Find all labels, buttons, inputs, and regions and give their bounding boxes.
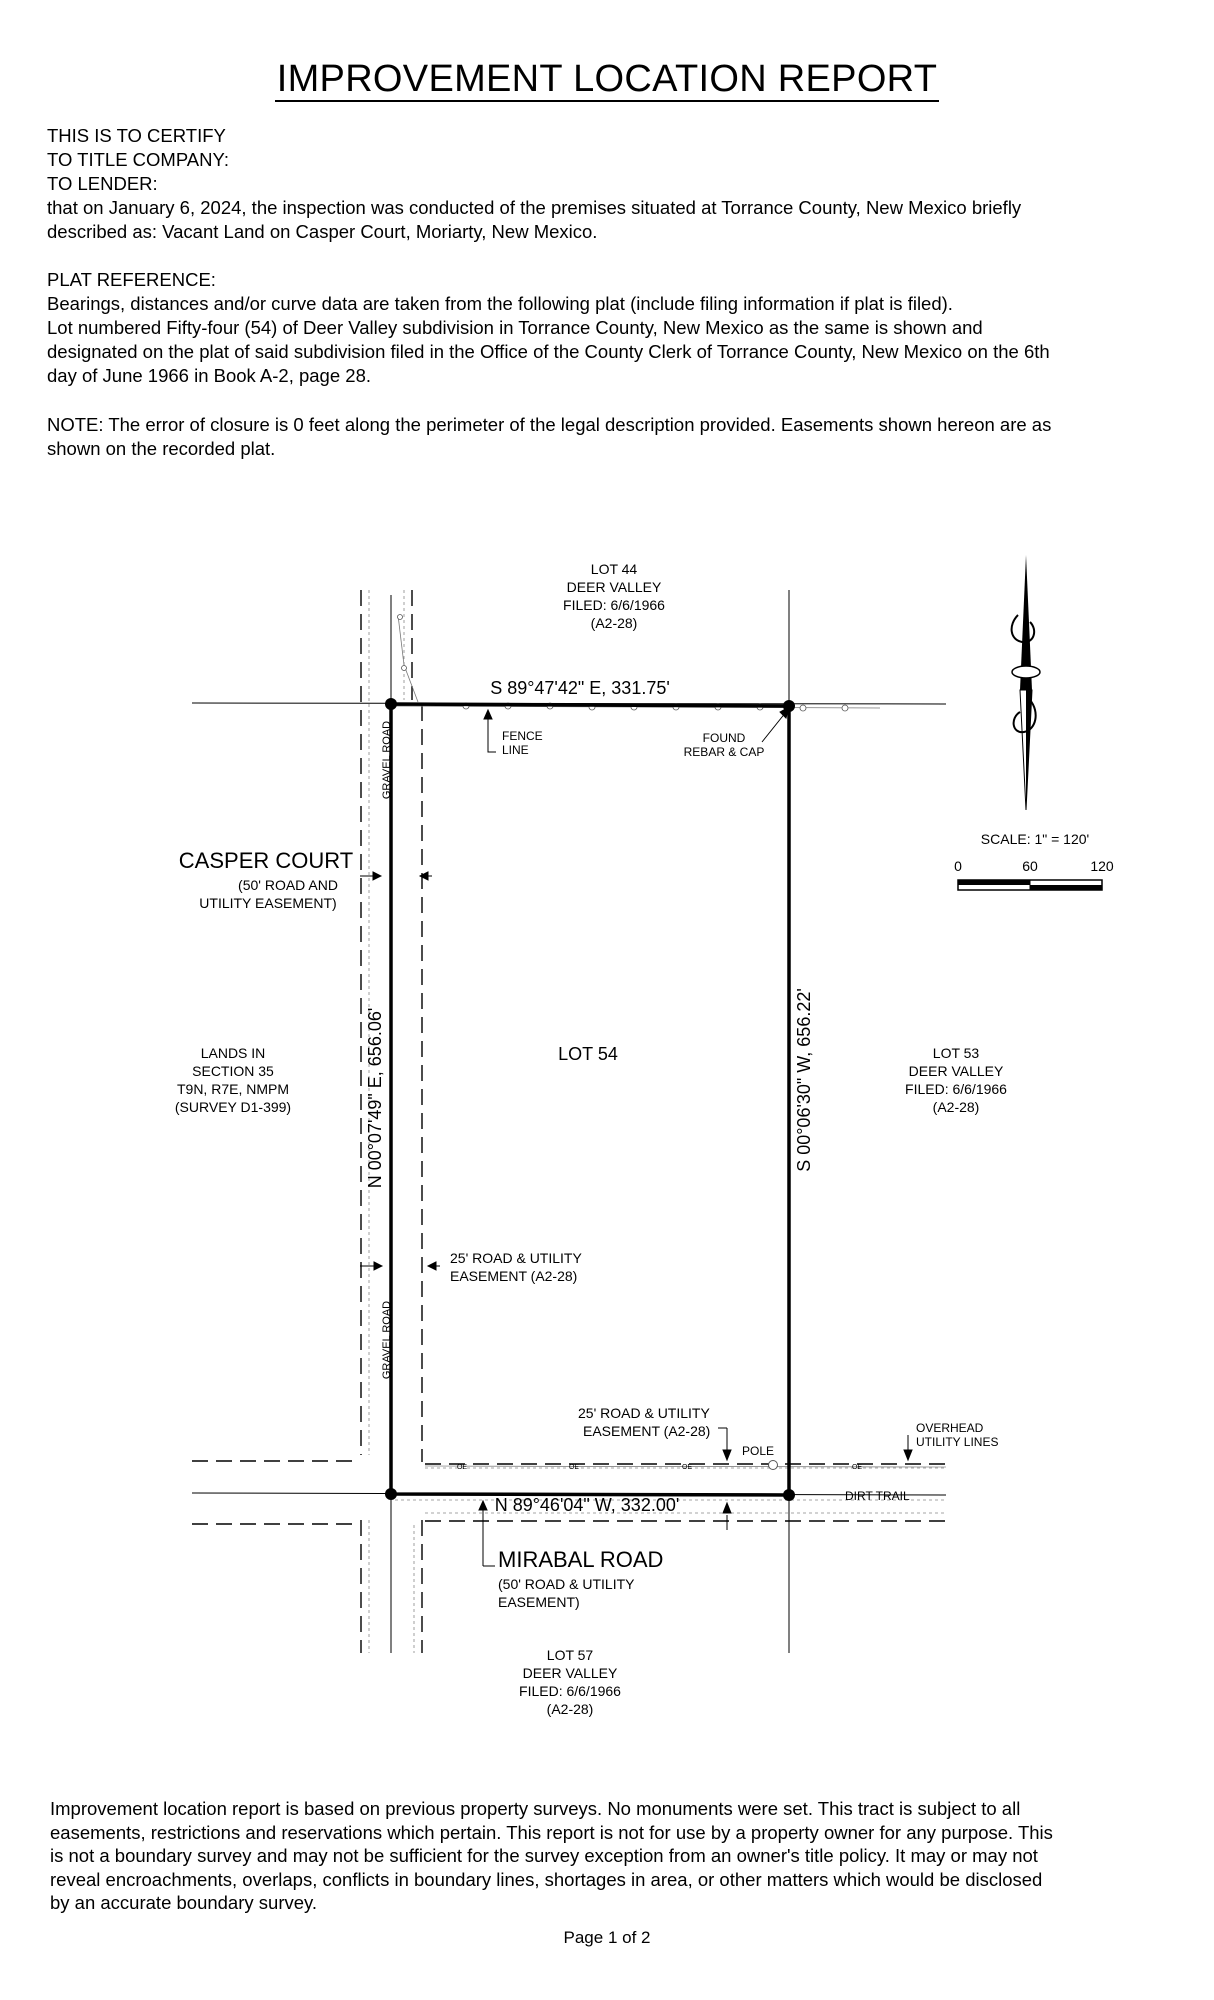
lands-label: T9N, R7E, NMPM [177, 1081, 289, 1097]
lot-53-label: LOT 53 [933, 1045, 980, 1061]
plat-reference-heading: PLAT REFERENCE: [47, 269, 216, 290]
lot-44-label: DEER VALLEY [567, 579, 662, 595]
lands-label: LANDS IN [201, 1045, 266, 1061]
plat-reference-text: Lot numbered Fifty-four (54) of Deer Val… [47, 317, 983, 338]
disclaimer-text: by an accurate boundary survey. [50, 1892, 318, 1913]
east-line-bearing: S 00°06'30" W, 656.22' [794, 988, 814, 1172]
overhead-utility-label: OVERHEAD [916, 1421, 984, 1435]
plat-reference-text: designated on the plat of said subdivisi… [47, 341, 1050, 362]
inspection-statement-cont: described as: Vacant Land on Casper Cour… [47, 221, 598, 242]
fence-line-label: FENCE [502, 729, 543, 743]
lot-44-label: FILED: 6/6/1966 [563, 597, 665, 613]
south-easement-label: EASEMENT (A2-28) [583, 1423, 710, 1439]
lot-57-label: FILED: 6/6/1966 [519, 1683, 621, 1699]
casper-easement-label: UTILITY EASEMENT) [199, 895, 336, 911]
north-line-bearing: S 89°47'42" E, 331.75' [490, 678, 670, 698]
lot-53-label: DEER VALLEY [909, 1063, 1004, 1079]
found-rebar-label: REBAR & CAP [684, 745, 765, 759]
lot-57-label: LOT 57 [547, 1647, 594, 1663]
scale-tick-60: 60 [1022, 858, 1038, 874]
dirt-trail-label: DIRT TRAIL [845, 1489, 910, 1503]
page-number: Page 1 of 2 [563, 1928, 651, 1947]
lot-44-label: (A2-28) [591, 615, 638, 631]
lot-53-label: (A2-28) [933, 1099, 980, 1115]
casper-court-label: CASPER COURT [179, 848, 353, 873]
disclaimer-text: easements, restrictions and reservations… [50, 1821, 1053, 1843]
west-easement-label: EASEMENT (A2-28) [450, 1268, 577, 1284]
disclaimer-block: Improvement location report is based on … [50, 1797, 1053, 1915]
lot-53-label: FILED: 6/6/1966 [905, 1081, 1007, 1097]
casper-easement-label: (50' ROAD AND [238, 877, 338, 893]
certification-block: THIS IS TO CERTIFY TO TITLE COMPANY: TO … [47, 124, 1167, 244]
dimension-arrows [360, 705, 913, 1567]
lot-54-boundary [389, 702, 791, 1497]
scale-tick-0: 0 [954, 858, 962, 874]
note-text: NOTE: The error of closure is 0 feet alo… [47, 414, 1052, 435]
corner-monuments [385, 698, 795, 1501]
utility-pole-icon [768, 1460, 778, 1470]
scale-tick-120: 120 [1090, 858, 1114, 874]
certify-line: THIS IS TO CERTIFY [47, 125, 226, 146]
fence-line-label: LINE [502, 743, 529, 757]
disclaimer-text: Improvement location report is based on … [50, 1798, 1021, 1819]
scale-label: SCALE: 1" = 120' [981, 831, 1089, 847]
gravel-road-label: GRAVEL ROAD [381, 721, 393, 799]
west-easement-label: 25' ROAD & UTILITY [450, 1250, 582, 1266]
gravel-road-label: GRAVEL ROAD [381, 1301, 393, 1379]
title-company-line: TO TITLE COMPANY: [47, 149, 229, 170]
lot-54-label: LOT 54 [558, 1044, 618, 1064]
lot-44-label: LOT 44 [591, 561, 638, 577]
disclaimer-text: reveal encroachments, overlaps, conflict… [50, 1868, 1043, 1890]
oe-label: OE [457, 1464, 467, 1471]
overhead-utility-label: UTILITY LINES [916, 1435, 998, 1449]
oe-label: OE [569, 1464, 579, 1471]
west-line-bearing: N 00°07'49" E, 656.06' [365, 1008, 385, 1189]
plat-reference-text: day of June 1966 in Book A-2, page 28. [47, 365, 371, 386]
lot-57-label: DEER VALLEY [523, 1665, 618, 1681]
lot-57-label: (A2-28) [547, 1701, 594, 1717]
south-easement-label: 25' ROAD & UTILITY [578, 1405, 710, 1421]
lands-label: (SURVEY D1-399) [175, 1099, 291, 1115]
plat-reference-block: PLAT REFERENCE: Bearings, distances and/… [47, 268, 1167, 388]
lender-line: TO LENDER: [47, 173, 158, 194]
mirabal-easement-label: EASEMENT) [498, 1594, 580, 1610]
inspection-statement: that on January 6, 2024, the inspection … [47, 197, 1022, 218]
report-title: IMPROVEMENT LOCATION REPORT [274, 58, 940, 102]
scale-bar [957, 879, 1103, 891]
note-text: shown on the recorded plat. [47, 438, 276, 459]
plat-reference-text: Bearings, distances and/or curve data ar… [47, 293, 953, 314]
found-rebar-label: FOUND [703, 731, 746, 745]
oe-label: OE [852, 1464, 862, 1471]
mirabal-road-label: MIRABAL ROAD [498, 1547, 663, 1572]
north-arrow-icon [1010, 555, 1041, 811]
lands-label: SECTION 35 [192, 1063, 274, 1079]
south-line-bearing: N 89°46'04" W, 332.00' [495, 1495, 680, 1515]
oe-label: OE [682, 1464, 692, 1471]
note-block: NOTE: The error of closure is 0 feet alo… [47, 413, 1167, 461]
pole-label: POLE [742, 1444, 774, 1458]
disclaimer-text: is not a boundary survey and may not be … [50, 1845, 1038, 1866]
mirabal-easement-label: (50' ROAD & UTILITY [498, 1576, 635, 1592]
